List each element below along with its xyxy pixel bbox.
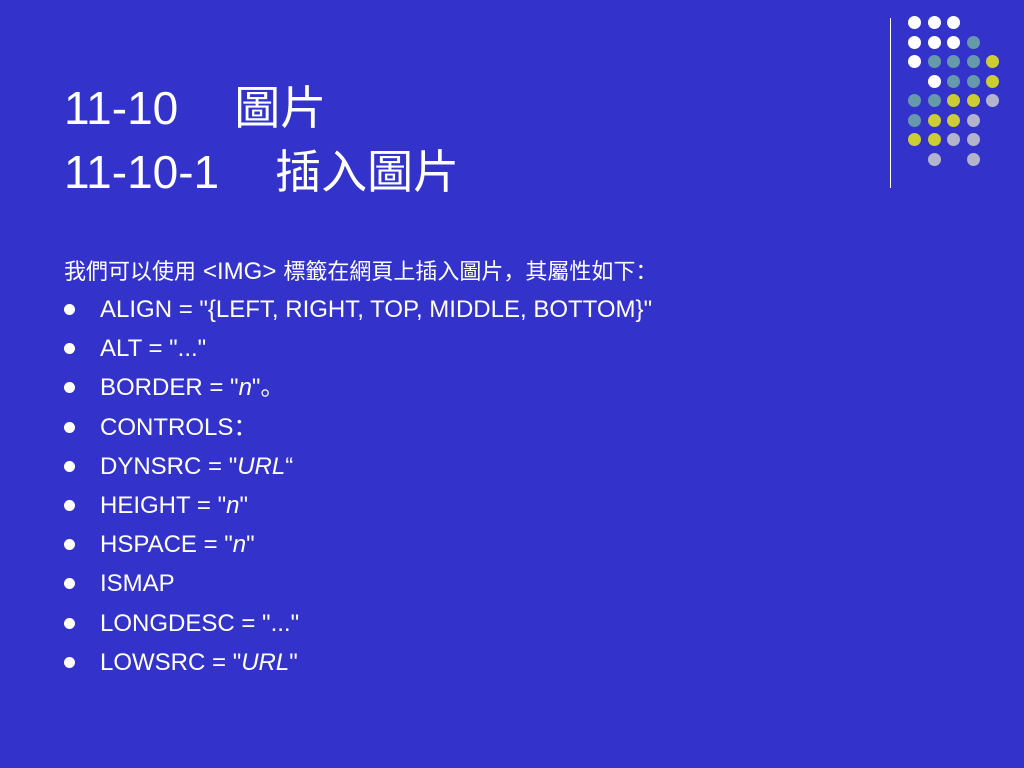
decorative-dot (986, 74, 999, 88)
list-item-placeholder: n (226, 491, 240, 519)
attribute-list: ALIGN = "{LEFT, RIGHT, TOP, MIDDLE, BOTT… (64, 290, 984, 682)
bullet-icon (64, 343, 75, 355)
decorative-dot-empty (986, 36, 999, 49)
intro-pre: 我們可以使用 (64, 260, 203, 285)
list-item-placeholder: n (238, 374, 252, 402)
list-item-text: HEIGHT = " (100, 491, 227, 519)
list-item-text: CONTROLS： (100, 413, 258, 441)
list-item-placeholder: URL (237, 452, 286, 480)
decorative-dot-empty (986, 133, 999, 146)
list-item-text: ALT = "..." (100, 335, 207, 363)
bullet-icon (64, 460, 75, 472)
list-item-suffix: " (239, 491, 248, 519)
bullet-icon (64, 304, 75, 315)
decorative-dot (908, 16, 921, 29)
decorative-dot (947, 94, 960, 107)
list-item: HSPACE = "n" (64, 525, 984, 564)
list-item-suffix: "。 (251, 374, 285, 402)
bullet-icon (64, 578, 75, 590)
decorative-dot (947, 113, 960, 127)
decorative-dot (966, 113, 980, 127)
slide-body: 我們可以使用 <IMG> 標籤在網頁上插入圖片，其屬性如下： ALIGN = "… (64, 254, 984, 682)
list-item-placeholder: n (232, 531, 247, 559)
list-item-text: DYNSRC = " (100, 452, 238, 480)
decorative-dot-empty (967, 16, 980, 29)
decorative-dot (927, 94, 941, 107)
decorative-dot (927, 113, 941, 127)
title-section-name: 圖片 (234, 81, 327, 135)
decorative-dot (947, 16, 960, 29)
list-item-text: HSPACE = " (100, 531, 233, 559)
decorative-divider (890, 18, 891, 188)
decorative-dot (966, 74, 980, 88)
intro-tag: <IMG> (203, 258, 277, 285)
decorative-dot-empty (908, 153, 921, 166)
decorative-dot (947, 74, 960, 88)
decorative-dot (986, 94, 999, 107)
decorative-dot-empty (986, 153, 999, 166)
decorative-dot (986, 55, 999, 68)
list-item-suffix: " (289, 648, 298, 676)
list-item-text: ALIGN = "{LEFT, RIGHT, TOP, MIDDLE, BOTT… (100, 296, 653, 323)
list-item-placeholder: URL (241, 648, 290, 676)
title-line-2: 11-10-1 插入圖片 (64, 140, 459, 204)
list-item: BORDER = "n"。 (64, 368, 984, 407)
decorative-dot (927, 35, 941, 49)
list-item-text: LOWSRC = " (100, 648, 242, 676)
bullet-icon (64, 421, 75, 433)
title-line-1: 11-10 圖片 (64, 76, 459, 140)
decorative-dot (908, 35, 921, 49)
decorative-dot (966, 133, 980, 146)
title-subsection-name: 插入圖片 (275, 145, 460, 199)
decorative-dot (908, 94, 921, 107)
bullet-icon (64, 499, 75, 511)
slide-title: 11-10 圖片 11-10-1 插入圖片 (64, 76, 459, 204)
decorative-dot-empty (986, 114, 999, 127)
list-item: LONGDESC = "..." (64, 604, 984, 643)
decorative-dot (927, 16, 941, 29)
intro-post: 標籤在網頁上插入圖片，其屬性如下： (276, 260, 658, 285)
bullet-icon (64, 656, 75, 668)
decorative-dot (966, 152, 980, 166)
decorative-dot (947, 35, 960, 49)
title-section-number: 11-10 (64, 82, 179, 134)
list-item-suffix: “ (285, 452, 294, 480)
list-item-text: ISMAP (100, 570, 175, 598)
bullet-icon (64, 539, 75, 551)
list-item: HEIGHT = "n" (64, 486, 984, 525)
decorative-dot (908, 55, 921, 68)
list-item: ISMAP (64, 564, 984, 603)
decorative-dot (927, 152, 941, 166)
decorative-dot-empty (986, 16, 999, 29)
list-item: DYNSRC = "URL“ (64, 447, 984, 486)
list-item: ALIGN = "{LEFT, RIGHT, TOP, MIDDLE, BOTT… (64, 290, 984, 329)
bullet-icon (64, 617, 75, 629)
decorative-dot (927, 133, 941, 146)
decorative-dot (966, 55, 980, 68)
decorative-dot-empty (908, 75, 921, 88)
list-item-text: LONGDESC = "..." (100, 609, 300, 637)
decorative-dot (966, 94, 980, 107)
decorative-dot-empty (947, 153, 960, 166)
title-subsection-number: 11-10-1 (64, 146, 220, 198)
decorative-dot (947, 55, 960, 68)
decorative-dot (927, 55, 941, 68)
decorative-dot (927, 74, 941, 88)
decorative-dot-grid (908, 16, 999, 166)
list-item: ALT = "..." (64, 329, 984, 368)
list-item: CONTROLS： (64, 408, 984, 447)
decorative-dot (908, 113, 921, 127)
decorative-dot (947, 133, 960, 146)
decorative-dot (908, 133, 921, 146)
decorative-dot (966, 35, 980, 49)
intro-text: 我們可以使用 <IMG> 標籤在網頁上插入圖片，其屬性如下： (64, 254, 984, 290)
list-item-text: BORDER = " (100, 374, 239, 402)
list-item: LOWSRC = "URL" (64, 643, 984, 682)
bullet-icon (64, 382, 75, 394)
list-item-suffix: " (246, 531, 255, 559)
